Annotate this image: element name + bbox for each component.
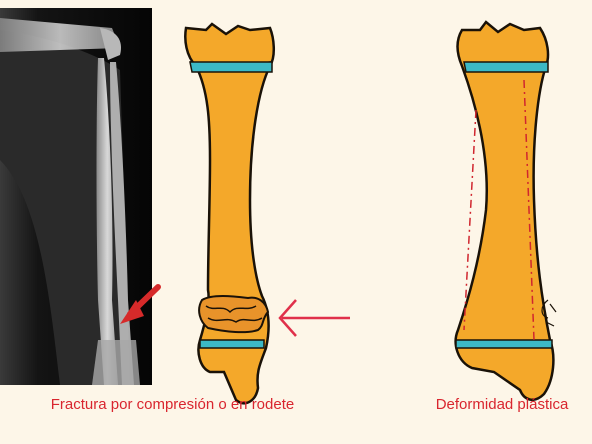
- red-pointer-arrow-icon: [278, 299, 350, 337]
- plastic-deformation-bone-illustration: [454, 20, 557, 402]
- caption-plastic-deformation: Deformidad plástica: [435, 396, 569, 413]
- signature-icon: [541, 299, 557, 327]
- xray-image: [0, 8, 161, 385]
- caption-buckle-fracture: Fractura por compresión o en rodete: [50, 396, 295, 413]
- buckle-fracture-bone-illustration: [184, 22, 275, 405]
- red-arrow-icon: [120, 284, 161, 324]
